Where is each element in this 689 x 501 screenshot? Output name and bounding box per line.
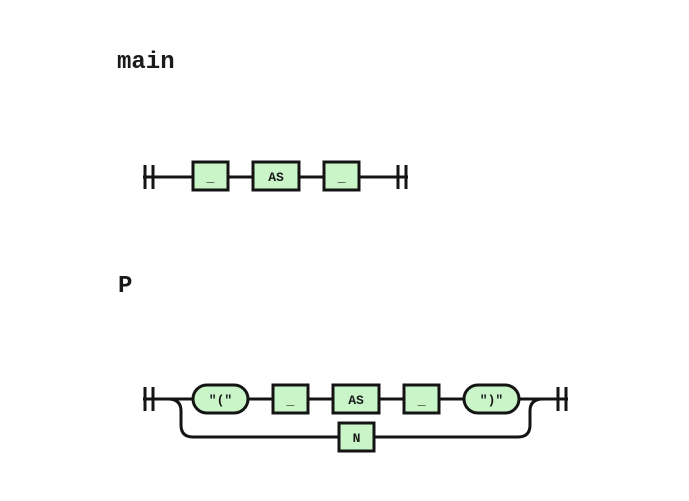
rule-title-p: P xyxy=(118,273,132,300)
node-label: AS xyxy=(348,393,364,408)
branch-right xyxy=(374,397,544,439)
terminal-close-paren: ")" xyxy=(462,383,521,415)
terminal-open-paren: "(" xyxy=(191,383,250,415)
node-label: AS xyxy=(268,170,284,185)
node-underscore: _ xyxy=(402,383,441,415)
node-underscore: _ xyxy=(271,383,310,415)
node-as: AS xyxy=(251,160,301,192)
node-underscore: _ xyxy=(191,160,230,192)
rule-p-diagram: "(" _ AS _ ")" N xyxy=(143,383,568,453)
node-as: AS xyxy=(331,383,381,415)
node-n: N xyxy=(337,421,376,453)
node-label: _ xyxy=(286,393,295,408)
node-label: _ xyxy=(417,393,426,408)
node-label: _ xyxy=(206,170,215,185)
node-label: N xyxy=(353,431,361,446)
node-label: _ xyxy=(337,170,346,185)
node-label: "(" xyxy=(209,393,232,408)
node-label: ")" xyxy=(480,393,503,408)
rule-title-main: main xyxy=(117,49,175,76)
rule-main-diagram: _ AS _ xyxy=(143,160,408,192)
branch-left xyxy=(167,397,339,439)
node-underscore: _ xyxy=(322,160,361,192)
